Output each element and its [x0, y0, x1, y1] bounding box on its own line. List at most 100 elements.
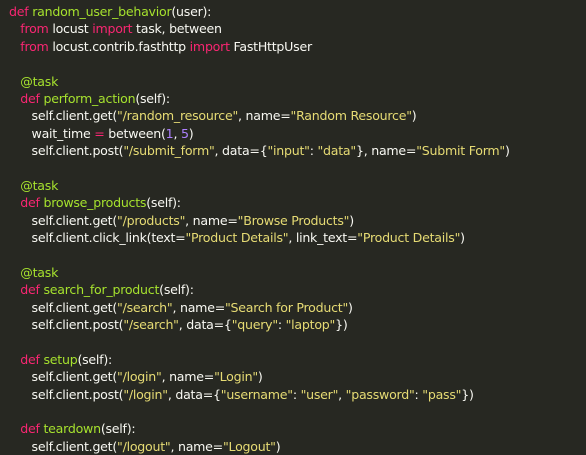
- code-string: "/products": [117, 212, 186, 228]
- code-string: "Product Details": [185, 230, 289, 246]
- code-text: self.client.get(: [9, 108, 118, 124]
- code-line: def search_for_product(self):: [9, 281, 586, 298]
- code-keyword: def: [20, 421, 40, 437]
- code-line: self.client.post("/login", data={"userna…: [9, 386, 586, 403]
- code-text: self.client.post(: [9, 143, 124, 159]
- code-function-name: search_for_product: [43, 282, 160, 298]
- code-text: , name=: [172, 299, 225, 315]
- code-function-name: random_user_behavior: [32, 4, 172, 19]
- code-text: self.client.post(: [9, 317, 124, 333]
- code-line: [9, 246, 586, 263]
- code-string: "query": [231, 317, 278, 333]
- code-text: , data={: [178, 317, 232, 333]
- code-decorator: @task: [20, 177, 59, 193]
- code-text: ): [460, 230, 465, 246]
- code-number: 1: [165, 125, 174, 141]
- code-line: [9, 55, 586, 72]
- code-text: ,: [173, 125, 181, 141]
- code-keyword: import: [189, 38, 230, 54]
- code-text: [9, 421, 20, 436]
- code-text: [9, 195, 20, 210]
- code-text: , data={: [167, 386, 221, 402]
- code-text: , name=: [161, 369, 215, 385]
- code-text: [9, 21, 20, 36]
- code-string: "Browse Products": [237, 212, 350, 228]
- code-line: [9, 403, 586, 420]
- code-text: (self):: [77, 351, 113, 367]
- code-keyword: from: [20, 21, 49, 37]
- code-string: "password": [345, 386, 415, 402]
- code-text: , data={: [214, 143, 268, 159]
- code-string: "Random Resource": [290, 108, 412, 124]
- code-text: ,: [338, 386, 346, 402]
- code-function-name: perform_action: [43, 90, 136, 106]
- code-text: task, between: [132, 21, 222, 37]
- code-text: [9, 178, 20, 193]
- code-line: @task: [9, 177, 586, 194]
- code-keyword: def: [20, 195, 40, 211]
- code-text: (self):: [135, 90, 170, 106]
- code-block: def random_user_behavior(user): from loc…: [9, 3, 586, 455]
- code-text: [9, 91, 20, 106]
- code-text: }): [335, 317, 348, 333]
- code-text: self.client.get(: [9, 212, 118, 228]
- code-keyword: from: [20, 38, 49, 54]
- code-string: "laptop": [285, 317, 336, 333]
- code-function-name: setup: [43, 351, 78, 367]
- code-text: locust: [48, 21, 93, 37]
- code-string: "data": [317, 143, 356, 159]
- code-text: ): [349, 212, 354, 228]
- code-text: self.client.get(: [9, 438, 118, 454]
- code-line: self.client.post("/submit_form", data={ "…: [9, 142, 586, 159]
- code-text: ): [275, 438, 281, 454]
- code-line: self.client.get("/products", name="Brows…: [9, 212, 586, 229]
- code-text: ): [188, 125, 194, 141]
- code-text: [9, 265, 20, 280]
- code-line: wait_time = between(1, 5): [9, 125, 586, 142]
- code-text: (self):: [146, 195, 181, 211]
- code-string: "/submit_form": [123, 143, 215, 159]
- code-keyword: def: [20, 90, 40, 106]
- code-keyword: def: [9, 4, 29, 19]
- code-decorator: @task: [20, 73, 59, 89]
- code-text: self.client.get(: [9, 369, 118, 385]
- code-line: self.client.get("/logout", name="Logout"…: [9, 438, 586, 455]
- code-text: :: [309, 143, 318, 159]
- code-line: self.client.get("/search", name="Search …: [9, 299, 586, 316]
- code-text: FastHttpUser: [229, 38, 313, 54]
- code-text: , name=: [238, 108, 291, 124]
- code-text: :: [414, 386, 423, 402]
- code-function-name: browse_products: [43, 195, 147, 211]
- code-text: ): [411, 108, 417, 124]
- code-number: 5: [180, 125, 189, 141]
- code-keyword: =: [94, 125, 105, 141]
- code-text: wait_time: [9, 125, 95, 141]
- code-string: "Login": [214, 369, 258, 385]
- code-line: @task: [9, 264, 586, 281]
- code-line: @task: [9, 73, 586, 90]
- code-text: :: [292, 386, 301, 402]
- code-text: between(: [104, 125, 166, 141]
- code-line: def random_user_behavior(user):: [9, 3, 586, 20]
- code-text: self.client.click_link(text=: [9, 230, 186, 246]
- code-line: def browse_products(self):: [9, 194, 586, 211]
- code-string: "user": [300, 386, 339, 402]
- code-string: "/login": [123, 386, 168, 402]
- code-text: , name=: [170, 438, 223, 454]
- code-text: [9, 282, 20, 297]
- code-text: ): [504, 143, 510, 159]
- code-text: (self):: [100, 421, 136, 437]
- code-text: , name=: [185, 212, 238, 228]
- code-line: self.client.get("/random_resource", name…: [9, 107, 586, 124]
- code-text: }): [461, 386, 474, 402]
- code-keyword: import: [92, 21, 133, 37]
- code-text: ): [348, 299, 353, 315]
- code-string: "/search": [117, 299, 173, 315]
- code-line: def setup(self):: [9, 351, 586, 368]
- code-string: "/random_resource": [117, 108, 238, 124]
- code-text: :: [277, 317, 286, 333]
- code-line: self.client.get("/login", name="Login"): [9, 368, 586, 385]
- code-line: self.client.click_link(text="Product Det…: [9, 229, 586, 246]
- code-text: locust.contrib.fasthttp: [48, 38, 190, 54]
